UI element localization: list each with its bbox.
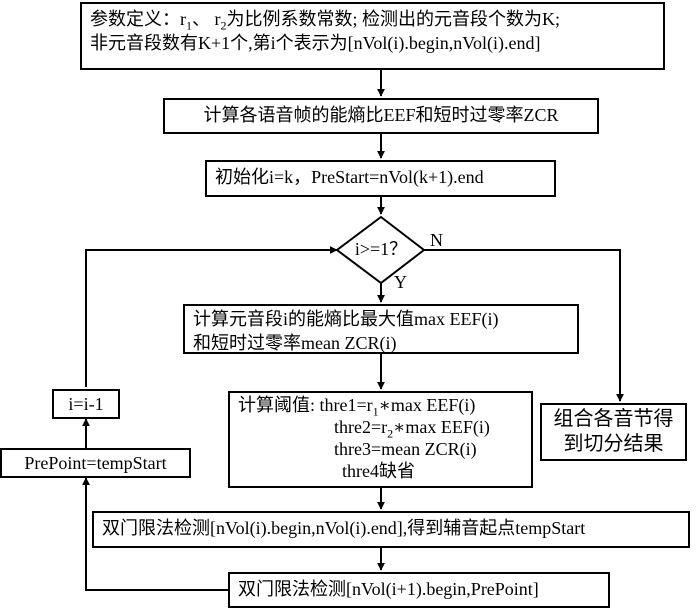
- prepoint-box: PrePoint=tempStart: [0, 448, 191, 478]
- compute-eef-box: 计算各语音帧的能熵比EEF和短时过零率ZCR: [163, 98, 599, 134]
- init-box: 初始化i=k，PreStart=nVol(k+1).end: [205, 160, 556, 197]
- arrow-decrement-to-decision: [85, 246, 338, 387]
- combine-line-1: 组合各音节得: [553, 408, 674, 430]
- decision-diamond: [335, 215, 426, 285]
- compute-max-line-1: 计算元音段i的能熵比最大值max EEF(i): [193, 309, 499, 329]
- define-line-1: 参数定义：r1、 r2为比例系数常数; 检测出的元音段个数为K;: [90, 9, 560, 33]
- decision-text: i>=1？: [354, 239, 408, 259]
- compute-max-box: 计算元音段i的能熵比最大值max EEF(i) 和短时过零率mean ZCR(i…: [183, 304, 579, 354]
- combine-box: 组合各音节得 到切分结果: [540, 403, 687, 461]
- threshold-line-3: thre3=mean ZCR(i): [334, 439, 477, 459]
- detect2-box: 双门限法检测[nVol(i+1).begin,PrePoint]: [228, 572, 610, 608]
- arrow-decision-no: [424, 249, 624, 402]
- threshold-line-2: thre2=r2∗max EEF(i): [334, 417, 490, 441]
- decision-yes-label: Y: [394, 272, 407, 292]
- arrow-detect2-to-prepoint: [82, 477, 228, 591]
- threshold-line-1: 计算阈值: thre1=r1∗max EEF(i): [238, 395, 476, 419]
- compute-max-line-2: 和短时过零率mean ZCR(i): [193, 333, 397, 353]
- threshold-box: 计算阈值: thre1=r1∗max EEF(i) thre2=r2∗max E…: [228, 391, 533, 488]
- threshold-line-4: thre4缺省: [342, 461, 415, 481]
- combine-line-2: 到切分结果: [563, 433, 664, 455]
- decision-no-label: N: [430, 230, 443, 250]
- decrement-box: i=i-1: [52, 389, 120, 419]
- detect1-box: 双门限法检测[nVol(i).begin,nVol(i).end],得到辅音起点…: [92, 511, 690, 548]
- define-line-2: 非元音段数有K+1个,第i个表示为[nVol(i).begin,nVol(i).…: [90, 33, 541, 53]
- define-box: 参数定义：r1、 r2为比例系数常数; 检测出的元音段个数为K; 非元音段数有K…: [80, 2, 665, 70]
